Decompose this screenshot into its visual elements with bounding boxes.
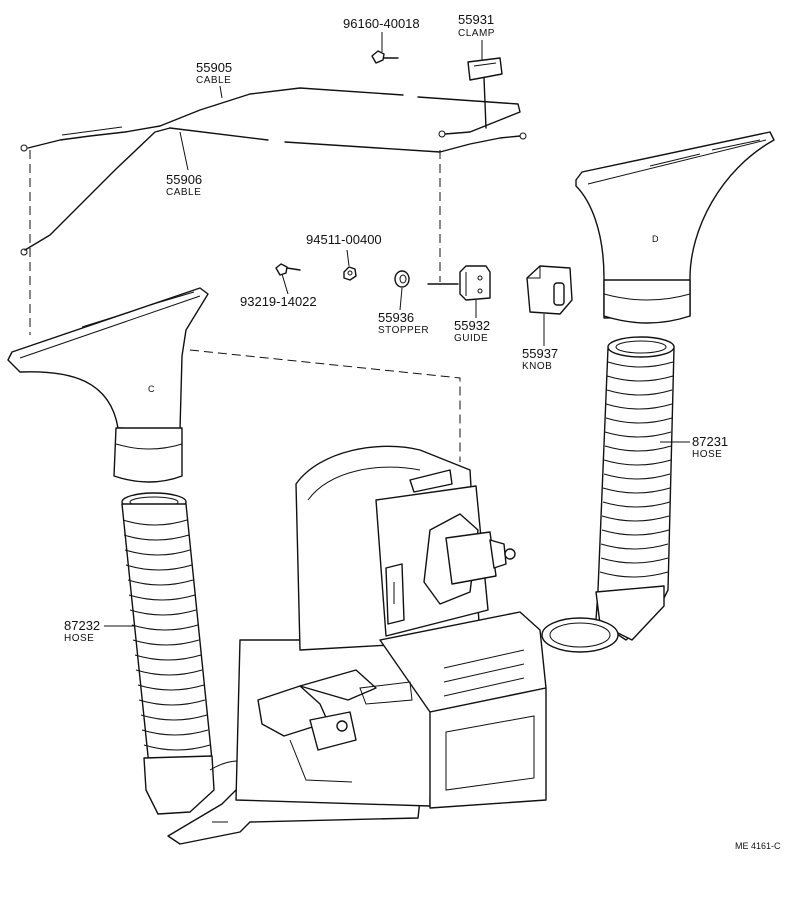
label-96160: 96160-40018: [343, 16, 420, 52]
part-number: 96160-40018: [343, 16, 420, 31]
part-number: 55905: [196, 60, 232, 75]
label-87231: 87231 HOSE: [660, 434, 728, 460]
right-duct: D: [575, 131, 775, 324]
knob-55937: [526, 265, 573, 315]
screw-96160: [371, 50, 399, 64]
label-55932: 55932 GUIDE: [454, 300, 490, 344]
heater-unit: [167, 445, 547, 845]
part-name: HOSE: [64, 633, 94, 644]
label-55936: 55936 STOPPER: [378, 287, 429, 336]
cable-55906: [20, 127, 527, 256]
label-87232: 87232 HOSE: [64, 618, 134, 644]
screw-93219: [275, 263, 301, 276]
label-93219: 93219-14022: [240, 273, 317, 309]
cable-55905: [27, 87, 521, 149]
part-name: STOPPER: [378, 325, 429, 336]
label-55937: 55937 KNOB: [522, 314, 558, 372]
label-55931: 55931 CLAMP: [458, 12, 495, 60]
part-number: 55906: [166, 172, 202, 187]
reference-code: ME 4161-C: [735, 841, 781, 851]
part-name: CABLE: [166, 187, 201, 198]
stopper-55936: [394, 270, 410, 288]
part-number: 94511-00400: [306, 232, 382, 247]
part-number: 55936: [378, 310, 414, 325]
part-number: 55932: [454, 318, 490, 333]
label-94511: 94511-00400: [306, 232, 382, 267]
hose-87232: [121, 492, 263, 815]
label-55906: 55906 CABLE: [166, 131, 202, 198]
nut-94511: [343, 266, 357, 281]
assembly-dashed-lines: [29, 150, 461, 462]
left-duct: C: [7, 287, 209, 483]
part-number: 87232: [64, 618, 100, 633]
part-name: KNOB: [522, 361, 552, 372]
clamp-55931: [467, 57, 503, 129]
left-duct-mark: C: [148, 384, 155, 394]
hose-87231-ribs: [599, 361, 674, 578]
guide-55932: [427, 265, 491, 301]
part-number: 55937: [522, 346, 558, 361]
right-duct-mark: D: [652, 234, 659, 244]
part-name: GUIDE: [454, 333, 488, 344]
part-name: CABLE: [196, 75, 231, 86]
part-number: 55931: [458, 12, 494, 27]
part-name: CLAMP: [458, 28, 495, 39]
part-name: HOSE: [692, 449, 722, 460]
hose-87232-ribs: [122, 519, 211, 751]
label-55905: 55905 CABLE: [196, 60, 232, 99]
hose-87231: [541, 336, 675, 653]
part-number: 87231: [692, 434, 728, 449]
part-number: 93219-14022: [240, 294, 317, 309]
